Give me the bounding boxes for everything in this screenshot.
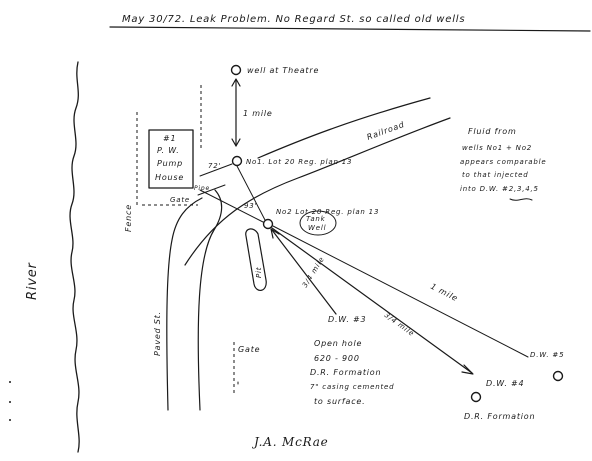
pit-label: Pit — [255, 267, 263, 278]
fluid-note-line-5: into D.W. #2,3,4,5 — [460, 185, 539, 193]
well1-to-well2-line — [236, 165, 266, 221]
railroad-label: Railroad — [366, 120, 406, 142]
open-hole-line-4: 7" casing cemented — [310, 383, 394, 391]
fluid-note-line-3: appears comparable — [460, 158, 546, 166]
dimension-72-label: 72' — [208, 162, 221, 170]
river-label: River — [25, 261, 40, 300]
open-hole-line-5: to surface. — [314, 397, 365, 406]
pump-house-line-3: Pump — [157, 159, 183, 168]
tank-well-ellipse — [299, 210, 337, 236]
margin-dot — [9, 381, 11, 383]
fluid-note-line-4: to that injected — [462, 171, 528, 179]
dimension-72-line — [199, 163, 233, 177]
header-title: May 30/72. Leak Problem. No Regard St. s… — [122, 14, 465, 25]
dw3-label: D.W. #3 — [328, 315, 366, 324]
railroad-lower-line — [184, 117, 451, 266]
dw4-distance-label: 3/4 mile — [383, 311, 416, 338]
arrow-head-dw4 — [461, 364, 474, 375]
pump-house-line-4: House — [155, 173, 184, 182]
pump-house-line-2: P. W. — [157, 146, 180, 155]
tank-well-line-1: Tank — [306, 215, 326, 223]
fence-label: Fence — [124, 204, 133, 232]
well-no1-marker — [231, 155, 243, 167]
pipe-line — [197, 184, 226, 196]
well-no2-marker — [262, 218, 274, 230]
dimension-93-line — [199, 189, 264, 223]
pipe-label: Pipe — [194, 185, 210, 192]
open-hole-line-3: D.R. Formation — [310, 368, 381, 377]
fluid-note-squiggle — [509, 198, 533, 201]
pump-house-box — [148, 129, 194, 189]
one-mile-right-label: 1 mile — [429, 282, 459, 303]
well-at-theatre-marker — [230, 64, 242, 76]
well-at-theatre-label: well at Theatre — [247, 66, 319, 75]
dw4-label: D.W. #4 — [486, 379, 524, 388]
pit-outline — [245, 228, 267, 291]
line-well2-to-dw3 — [271, 229, 337, 315]
dr-formation-label: D.R. Formation — [464, 412, 535, 421]
line-well2-to-dw4 — [271, 227, 473, 374]
dw4-marker — [470, 391, 482, 403]
open-hole-line-1: Open hole — [314, 339, 362, 348]
one-mile-arrow-head-down — [231, 138, 241, 147]
open-hole-line-2: 620 - 900 — [314, 354, 360, 363]
line-well2-to-dw5 — [272, 225, 529, 358]
railroad-upper-line — [257, 97, 431, 159]
signature: J.A. McRae — [251, 435, 329, 449]
river-bank-line — [69, 61, 80, 453]
pump-house-line-1: #1 — [163, 134, 176, 143]
arrow-head-dw3 — [270, 228, 280, 239]
dw5-marker — [552, 370, 564, 382]
well-no2-label: No2 Lot 20 Reg. plan 13 — [276, 208, 379, 216]
gate-bottom-label: Gate — [238, 345, 260, 354]
paved-street-left-edge — [166, 197, 203, 411]
gate-top-label: Gate — [170, 196, 190, 204]
one-mile-arrow-head-up — [231, 78, 241, 87]
paved-street-label: Paved St. — [153, 311, 162, 356]
margin-dot — [9, 401, 11, 403]
paved-street-right-edge — [197, 189, 223, 411]
fluid-note-line-1: Fluid from — [468, 127, 517, 136]
margin-dot — [9, 419, 11, 421]
one-mile-top-label: 1 mile — [243, 109, 273, 118]
header-underline — [109, 26, 591, 32]
dimension-93-label: 93' — [244, 202, 257, 210]
well-no1-label: No1. Lot 20 Reg. plan 13 — [246, 158, 352, 166]
fluid-note-line-2: wells No1 + No2 — [462, 144, 532, 152]
dw5-label: D.W. #5 — [530, 351, 564, 359]
tank-well-line-2: Well — [308, 224, 326, 232]
